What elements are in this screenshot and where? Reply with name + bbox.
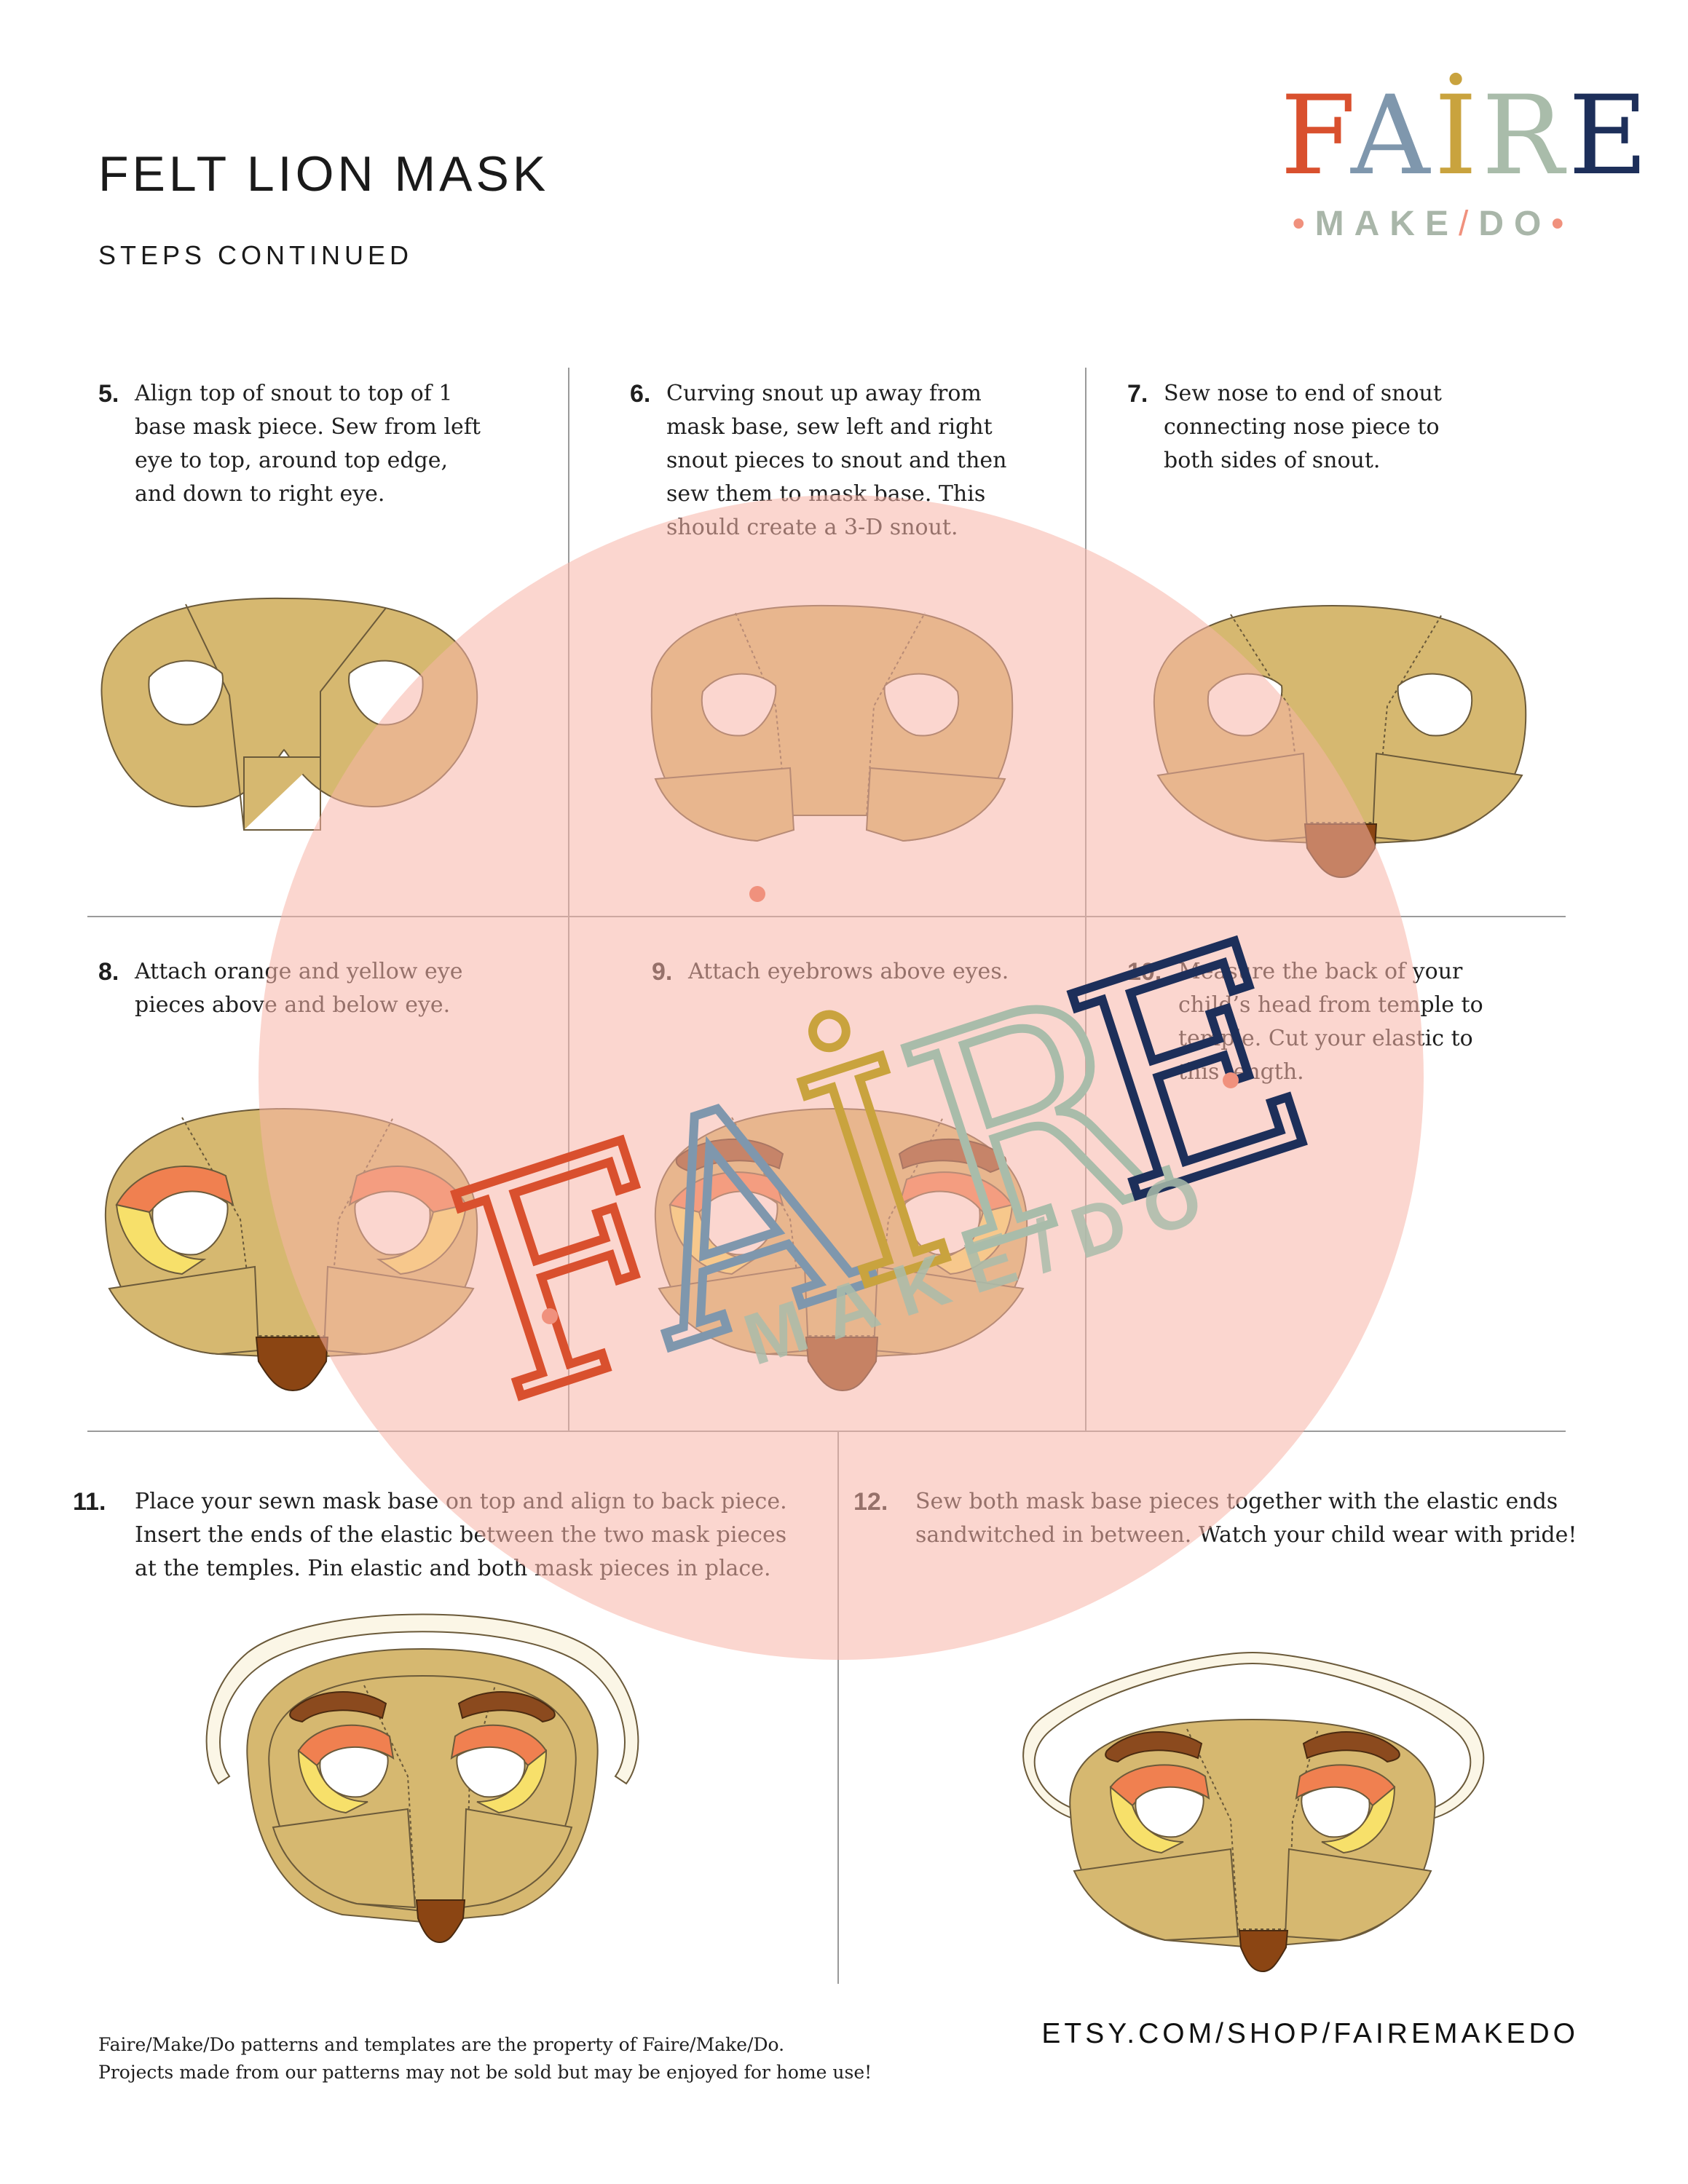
step-line: Attach eyebrows above eyes.: [688, 959, 1009, 984]
mask-illustration-step-12: [1022, 1651, 1485, 1973]
step-line: and down to right eye.: [135, 481, 385, 507]
legal-line: Faire/Make/Do patterns and templates are…: [98, 2034, 785, 2055]
page-title: FELT LION MASK: [98, 146, 550, 202]
brand-logo: FAİRE •MAKE/DO•: [1280, 82, 1648, 244]
logo-tagline: •MAKE/DO•: [1292, 205, 1574, 243]
step-line: Align top of snout to top of 1: [135, 381, 453, 406]
mask-illustration-step-7: [1153, 604, 1527, 879]
step-line: sew them to mask base. This: [666, 481, 986, 507]
mask-illustration-step-8: [104, 1107, 478, 1392]
legal-notice: Faire/Make/Do patterns and templates are…: [98, 2031, 872, 2086]
step-line: Insert the ends of the elastic between t…: [135, 1522, 787, 1548]
step-number: 9.: [652, 958, 673, 986]
step-number: 10.: [1127, 958, 1162, 986]
step-line: Sew nose to end of snout: [1164, 381, 1442, 406]
step-line: mask base, sew left and right: [666, 414, 993, 440]
logo-letter: A: [1351, 73, 1435, 199]
step-line: this length.: [1178, 1059, 1304, 1085]
step-line: eye to top, around top edge,: [135, 448, 449, 473]
watermark-dot: [749, 886, 765, 902]
logo-letter: F: [1280, 73, 1352, 199]
step-line: Place your sewn mask base on top and ali…: [135, 1489, 787, 1514]
step-line: base mask piece. Sew from left: [135, 414, 481, 440]
mask-illustration-step-6: [650, 604, 1014, 842]
step-line: Curving snout up away from: [666, 381, 982, 406]
mask-illustration-step-5: [100, 597, 478, 831]
shop-url-link[interactable]: ETSY.COM/SHOP/FAIREMAKEDO: [1041, 2018, 1579, 2049]
mask-illustration-step-9: [654, 1107, 1028, 1392]
logo-letter: R: [1481, 73, 1569, 199]
logo-letter: E: [1568, 73, 1653, 199]
step-line: Sew both mask base pieces together with …: [915, 1489, 1558, 1514]
step-number: 7.: [1127, 380, 1148, 408]
step-line: snout pieces to snout and then: [666, 448, 1007, 473]
page-subtitle: STEPS CONTINUED: [98, 240, 414, 270]
step-number: 11.: [73, 1488, 106, 1516]
grid-divider: [837, 1431, 839, 1984]
grid-divider: [1085, 368, 1086, 1431]
logo-wordmark: FAİRE: [1280, 82, 1648, 191]
logo-do: DO: [1478, 205, 1552, 243]
step-line: Measure the back of your: [1178, 959, 1463, 984]
step-line: Attach orange and yellow eye: [135, 959, 463, 984]
step-number: 5.: [98, 380, 119, 408]
step-line: at the temples. Pin elastic and both mas…: [135, 1556, 771, 1581]
grid-divider: [87, 1431, 1566, 1432]
logo-make: MAKE: [1314, 205, 1459, 243]
step-line: child’s head from temple to: [1178, 992, 1483, 1018]
mask-illustration-step-11: [205, 1613, 639, 1944]
grid-divider: [87, 916, 1566, 917]
step-line: both sides of snout.: [1164, 448, 1381, 473]
step-number: 12.: [853, 1488, 888, 1516]
step-number: 6.: [630, 380, 651, 408]
step-line: pieces above and below eye.: [135, 992, 451, 1018]
logo-slash: /: [1458, 205, 1479, 243]
step-line: sandwitched in between. Watch your child…: [915, 1522, 1577, 1548]
grid-divider: [568, 368, 569, 1431]
step-line: connecting nose piece to: [1164, 414, 1440, 440]
watermark-dot: [542, 1308, 558, 1324]
step-line: should create a 3-D snout.: [666, 515, 958, 540]
step-number: 8.: [98, 958, 119, 986]
logo-letter: İ: [1434, 73, 1482, 199]
legal-line: Projects made from our patterns may not …: [98, 2062, 872, 2083]
step-line: temple. Cut your elastic to: [1178, 1026, 1473, 1051]
